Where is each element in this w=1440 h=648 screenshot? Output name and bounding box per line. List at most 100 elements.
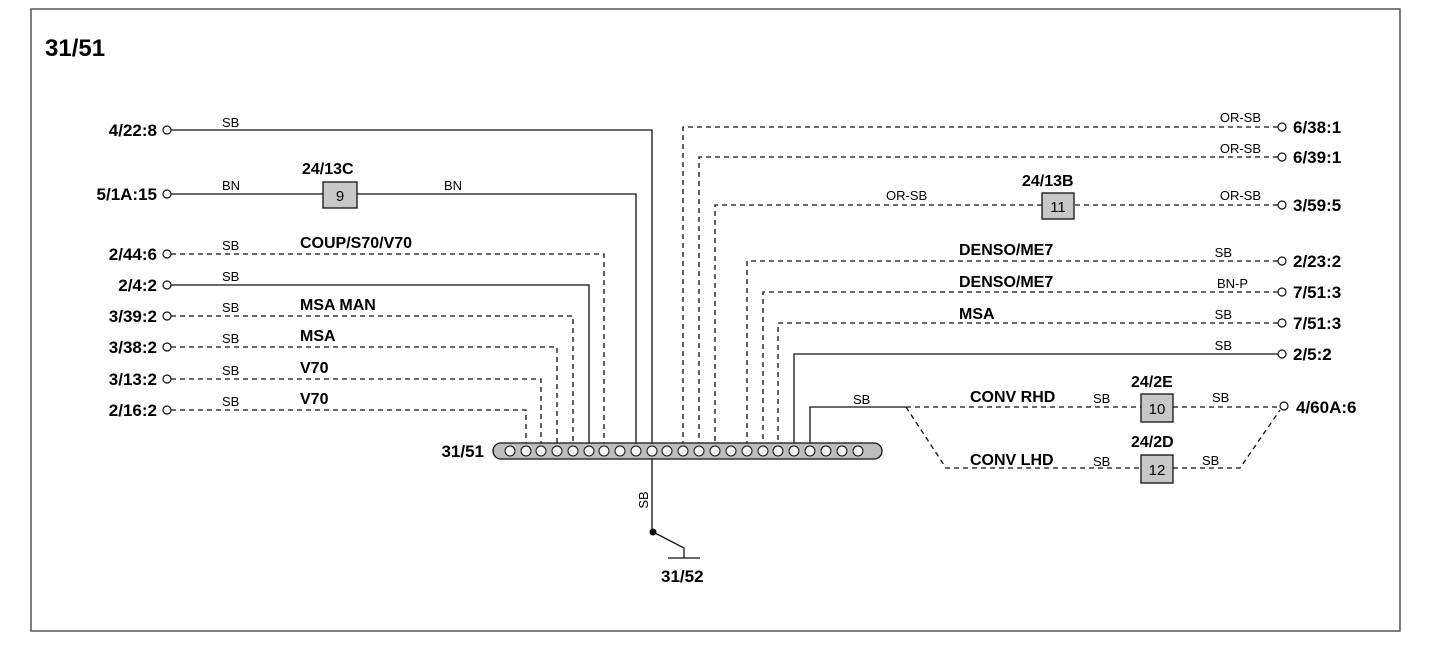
terminal-connector <box>1277 200 1287 210</box>
terminal-label: 4/22:8 <box>109 121 157 140</box>
wire-color-label: SB <box>636 491 651 508</box>
wire-color-label: OR-SB <box>886 188 927 203</box>
bus-pins <box>504 445 864 457</box>
component-box <box>1140 454 1174 484</box>
terminal-label: 3/38:2 <box>109 338 157 357</box>
bus-pin <box>614 445 626 457</box>
variant-label: MSA <box>959 306 995 323</box>
component-ref-label: 24/2D <box>1131 434 1174 451</box>
bus-pin <box>646 445 658 457</box>
terminal-connector <box>1277 152 1287 162</box>
diagram-title: 31/51 <box>45 35 105 62</box>
wire-color-label: SB <box>853 392 870 407</box>
terminal-label: 2/16:2 <box>109 401 157 420</box>
ground-label: 31/52 <box>661 567 704 586</box>
bus-pin <box>583 445 595 457</box>
variant-label: CONV RHD <box>970 389 1055 406</box>
terminal-connector <box>1277 318 1287 328</box>
terminal-connector <box>162 249 172 259</box>
component-number: 12 <box>1149 462 1166 479</box>
variant-label: DENSO/ME7 <box>959 242 1053 259</box>
wire-color-label: BN-P <box>1217 276 1248 291</box>
terminal-label: 3/39:2 <box>109 307 157 326</box>
terminal-label: 7/51:3 <box>1293 283 1341 302</box>
wire-color-label: SB <box>222 394 239 409</box>
wire-7-51-3-a: 7/51:3 BN-P DENSO/ME7 <box>762 274 1341 452</box>
bus-pin <box>520 445 532 457</box>
wire-color-label: BN <box>444 178 462 193</box>
terminal-label: 5/1A:15 <box>97 185 157 204</box>
bus-pin <box>772 445 784 457</box>
wire-5-1a-15: 5/1A:15 BN BN 24/13C 9 <box>97 161 637 452</box>
bus-pin <box>804 445 816 457</box>
bus-pin <box>567 445 579 457</box>
wire-color-label: SB <box>222 269 239 284</box>
wire-3-39-2: 3/39:2 SB MSA MAN <box>109 297 574 452</box>
bus-pin <box>788 445 800 457</box>
wire-4-22-8: 4/22:8 SB <box>109 115 653 532</box>
terminal-label: 3/59:5 <box>1293 196 1341 215</box>
wire-4-60a-6: 4/60A:6 SB CONV RHD SB SB 24/2E 10 CONV … <box>809 374 1356 484</box>
component-number: 9 <box>336 188 344 205</box>
bus-pin <box>661 445 673 457</box>
wire-2-23-2: 2/23:2 SB DENSO/ME7 <box>746 242 1341 452</box>
component-ref-label: 24/2E <box>1131 374 1173 391</box>
terminal-connector <box>162 189 172 199</box>
component-number: 11 <box>1050 199 1066 216</box>
wire-color-label: SB <box>1215 245 1232 260</box>
terminal-label: 3/13:2 <box>109 370 157 389</box>
wire-color-label: SB <box>222 238 239 253</box>
terminal-connector <box>162 374 172 384</box>
component-box <box>322 181 358 209</box>
bus-pin <box>852 445 864 457</box>
terminal-label: 2/23:2 <box>1293 252 1341 271</box>
bus-pin <box>535 445 547 457</box>
terminal-label: 2/5:2 <box>1293 345 1332 364</box>
variant-label: DENSO/ME7 <box>959 274 1053 291</box>
terminal-connector <box>162 311 172 321</box>
wire-color-label: SB <box>222 363 239 378</box>
variant-label: COUP/S70/V70 <box>300 235 412 252</box>
terminal-connector <box>162 342 172 352</box>
bus-pin <box>630 445 642 457</box>
bus-pin <box>725 445 737 457</box>
terminal-connector <box>1277 256 1287 266</box>
terminal-connector <box>162 280 172 290</box>
component-box <box>1140 393 1174 423</box>
variant-label: V70 <box>300 391 329 408</box>
bus-pin <box>741 445 753 457</box>
terminal-connector <box>1277 122 1287 132</box>
terminal-connector <box>162 405 172 415</box>
bus-pin <box>757 445 769 457</box>
wire-color-label: SB <box>1215 338 1232 353</box>
wire-color-label: SB <box>1215 307 1232 322</box>
wire-7-51-3-b: 7/51:3 SB MSA <box>777 306 1341 452</box>
wire-3-59-5: 3/59:5 OR-SB OR-SB 24/13B 11 <box>714 173 1341 452</box>
wire-color-label: BN <box>222 178 240 193</box>
component-ref-label: 24/13C <box>302 161 354 178</box>
wire-2-16-2: 2/16:2 SB V70 <box>109 391 527 452</box>
bus-pin <box>504 445 516 457</box>
variant-label: MSA <box>300 328 336 345</box>
wire-color-label: OR-SB <box>1220 141 1261 156</box>
wire-2-5-2: 2/5:2 SB <box>793 338 1332 452</box>
wire-2-4-2: 2/4:2 SB <box>118 269 590 452</box>
component-box <box>1041 192 1075 220</box>
terminal-connector <box>1277 287 1287 297</box>
variant-label: MSA MAN <box>300 297 376 314</box>
wire-6-39-1: 6/39:1 OR-SB <box>698 141 1341 452</box>
bus-pin <box>820 445 832 457</box>
bus-pin <box>693 445 705 457</box>
terminal-label: 6/38:1 <box>1293 118 1341 137</box>
wire-color-label: OR-SB <box>1220 110 1261 125</box>
wire-color-label: SB <box>222 115 239 130</box>
component-number: 10 <box>1149 401 1166 418</box>
terminal-connector <box>1279 401 1289 411</box>
bus-pin <box>598 445 610 457</box>
bus-pin <box>677 445 689 457</box>
wire-color-label: SB <box>222 331 239 346</box>
variant-label: CONV LHD <box>970 452 1054 469</box>
wire-color-label: SB <box>222 300 239 315</box>
component-ref-label: 24/13B <box>1022 173 1074 190</box>
wire-6-38-1: 6/38:1 OR-SB <box>682 110 1341 452</box>
